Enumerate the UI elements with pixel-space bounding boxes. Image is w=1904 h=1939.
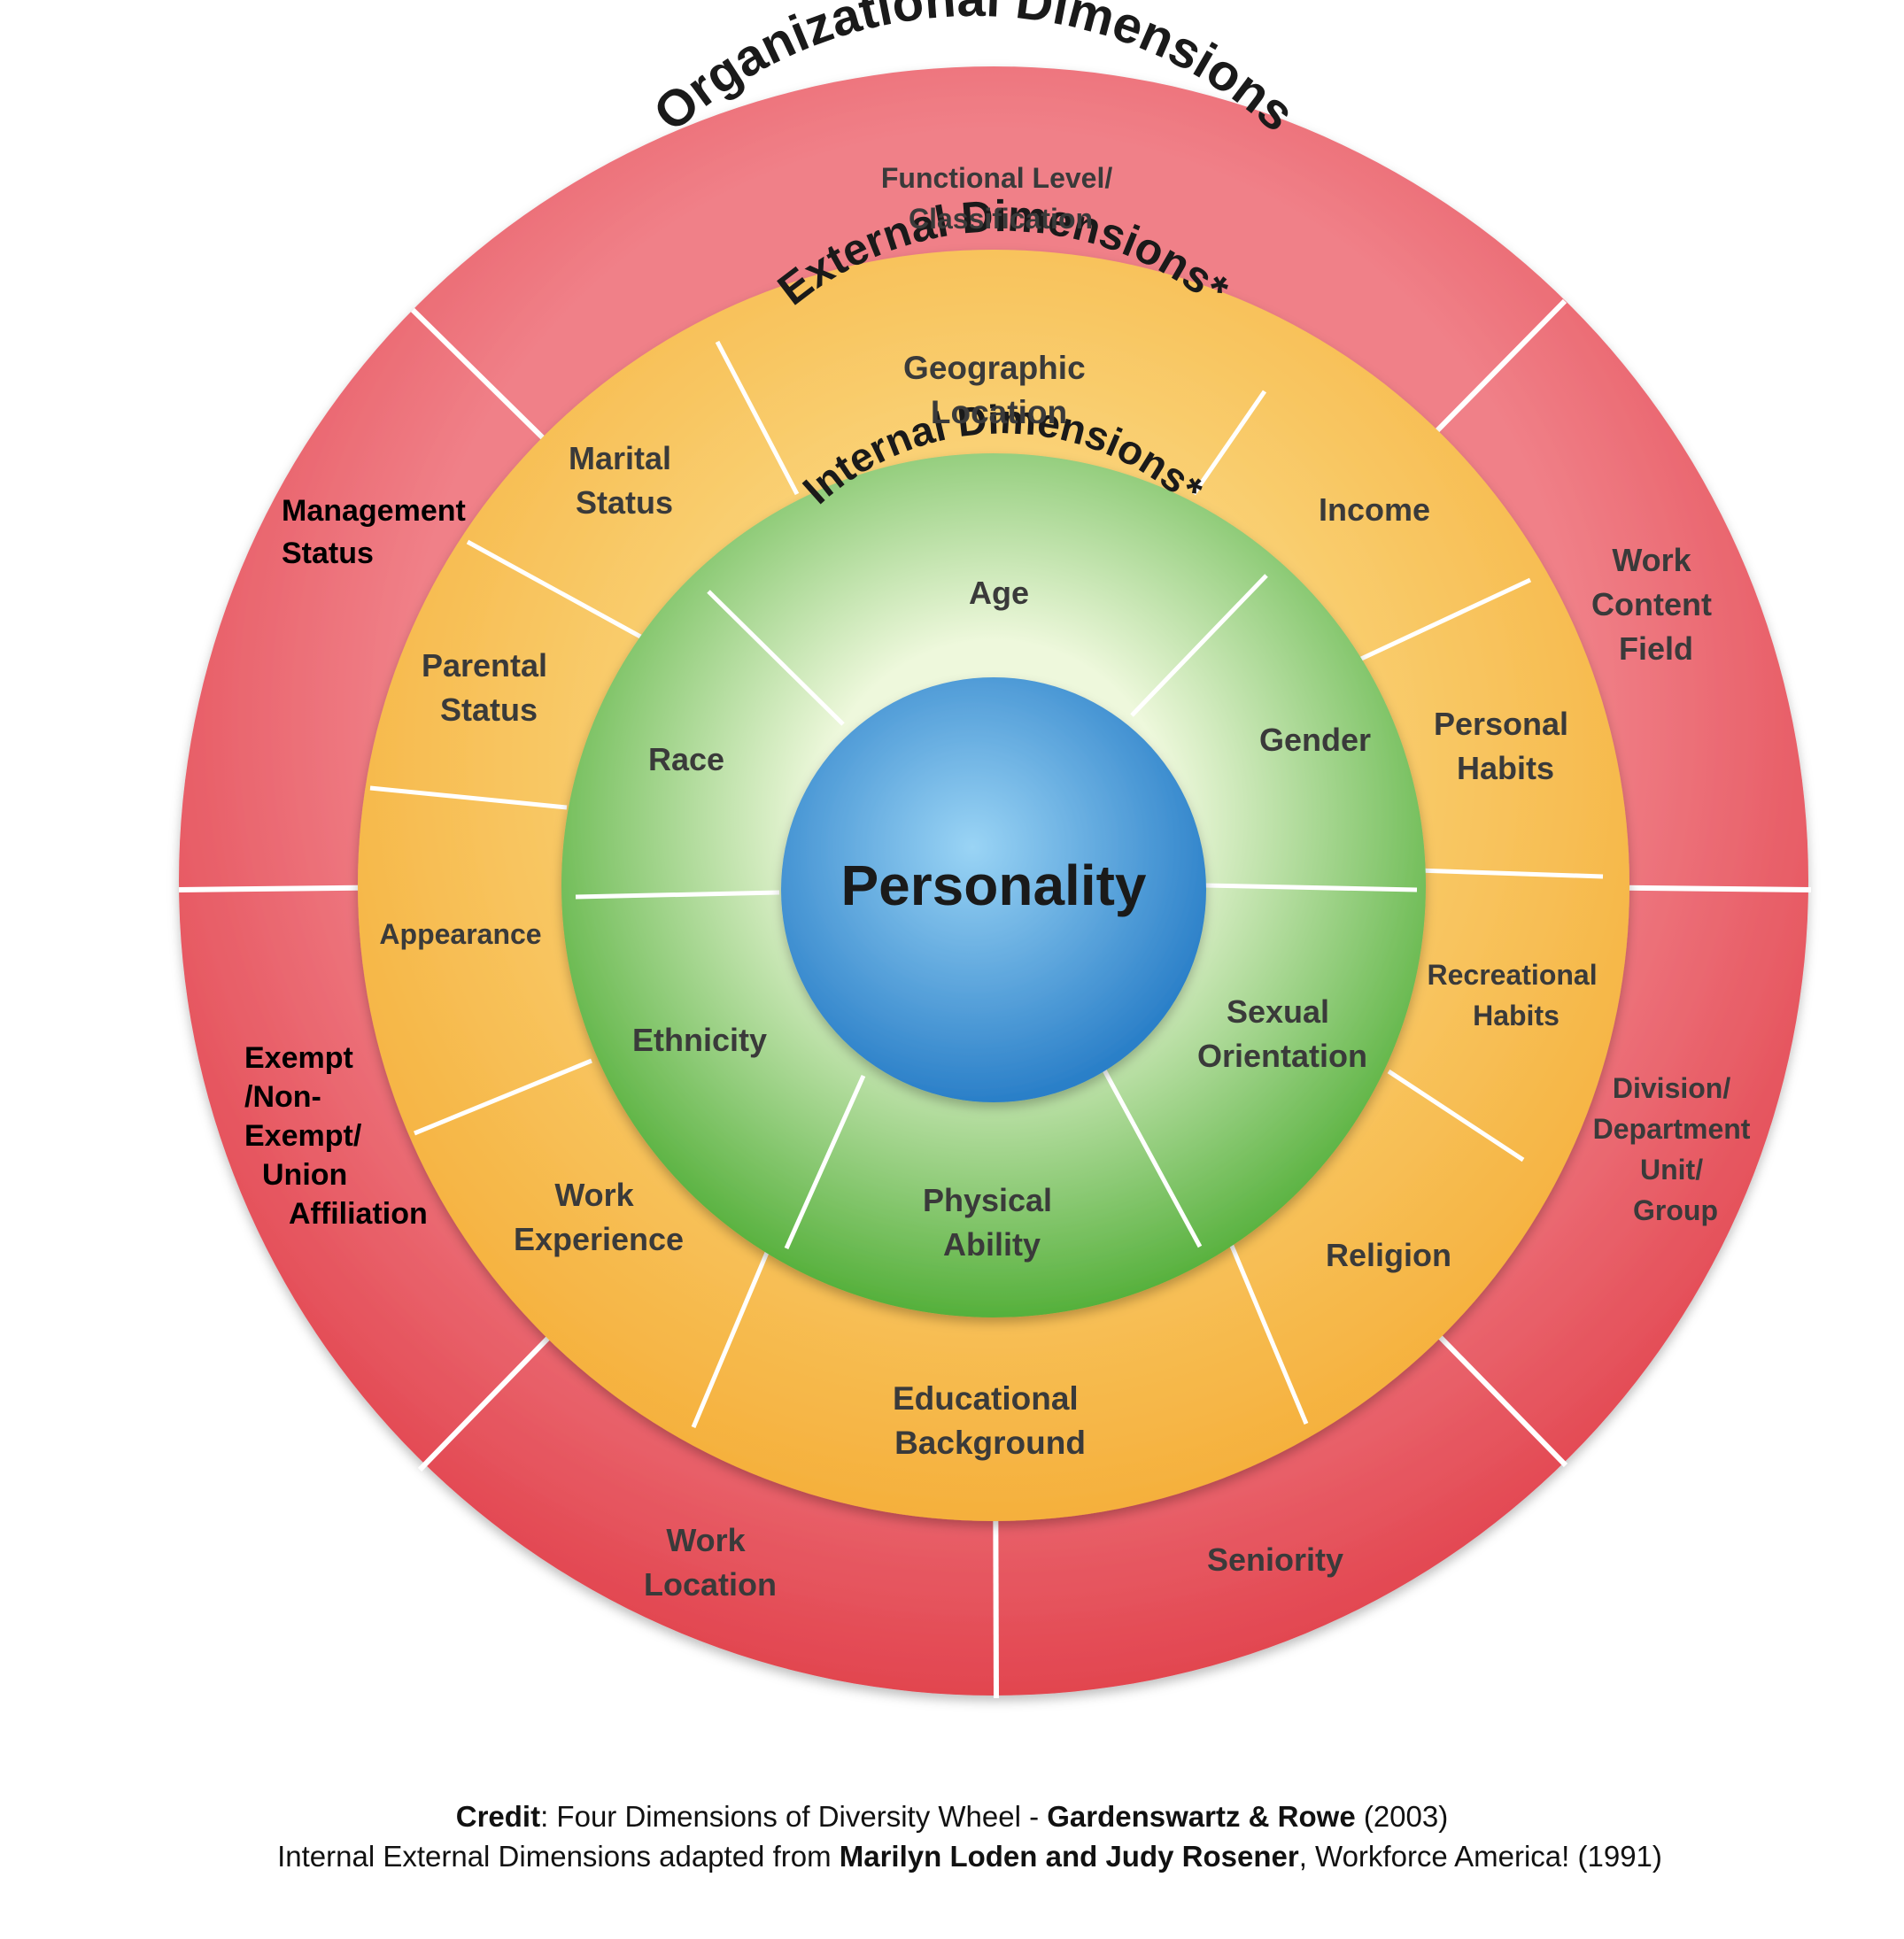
label-work-content: Work Content Field [1591, 542, 1721, 667]
label-exempt: Exempt /Non- Exempt/ Union Affiliation [244, 1041, 428, 1231]
label-work-experience: Work Experience [514, 1177, 684, 1257]
label-geographic: Geographic Location [903, 350, 1095, 430]
credit-line-2: Internal External Dimensions adapted fro… [0, 1840, 1904, 1873]
label-functional-level: Functional Level/ Classification [881, 162, 1120, 235]
label-recreational: Recreational Habits [1428, 959, 1606, 1031]
personality-label: Personality [840, 854, 1146, 917]
credit-line-1: Credit: Four Dimensions of Diversity Whe… [0, 1800, 1904, 1834]
label-parental: Parental Status [422, 647, 556, 728]
credit-label: Credit [455, 1800, 541, 1833]
label-sexual-orientation: Sexual Orientation [1197, 993, 1367, 1074]
label-seniority: Seniority [1207, 1541, 1343, 1578]
label-age: Age [969, 575, 1029, 611]
label-income: Income [1319, 491, 1430, 528]
label-physical-ability: Physical Ability [923, 1182, 1061, 1263]
credit-year: (2003) [1355, 1800, 1449, 1833]
label-educational: Educational Background [893, 1380, 1087, 1461]
label-management: Management Status [282, 494, 474, 570]
label-marital: Marital Status [569, 440, 680, 521]
label-division: Division/ Department Unit/ Group [1593, 1072, 1759, 1226]
label-gender: Gender [1259, 722, 1371, 758]
personality-core [781, 677, 1206, 1102]
label-race: Race [648, 741, 724, 777]
label-personal-habits: Personal Habits [1434, 706, 1577, 786]
adapted-authors: Marilyn Loden and Judy Rosener [839, 1840, 1299, 1873]
credit-authors: Gardenswartz & Rowe [1047, 1800, 1356, 1833]
credit-text: : Four Dimensions of Diversity Wheel - [540, 1800, 1048, 1833]
label-appearance: Appearance [379, 918, 541, 950]
diversity-wheel: Personality Organizational Dimensions Ex… [179, 0, 1808, 1696]
external-dividers [369, 340, 1604, 1428]
label-work-location: Work Location [644, 1522, 777, 1603]
label-ethnicity: Ethnicity [632, 1022, 767, 1058]
label-religion: Religion [1326, 1237, 1451, 1273]
adapted-source: , Workforce America! (1991) [1298, 1840, 1662, 1873]
internal-dividers [575, 574, 1418, 1250]
adapted-text: Internal External Dimensions adapted fro… [277, 1840, 840, 1873]
